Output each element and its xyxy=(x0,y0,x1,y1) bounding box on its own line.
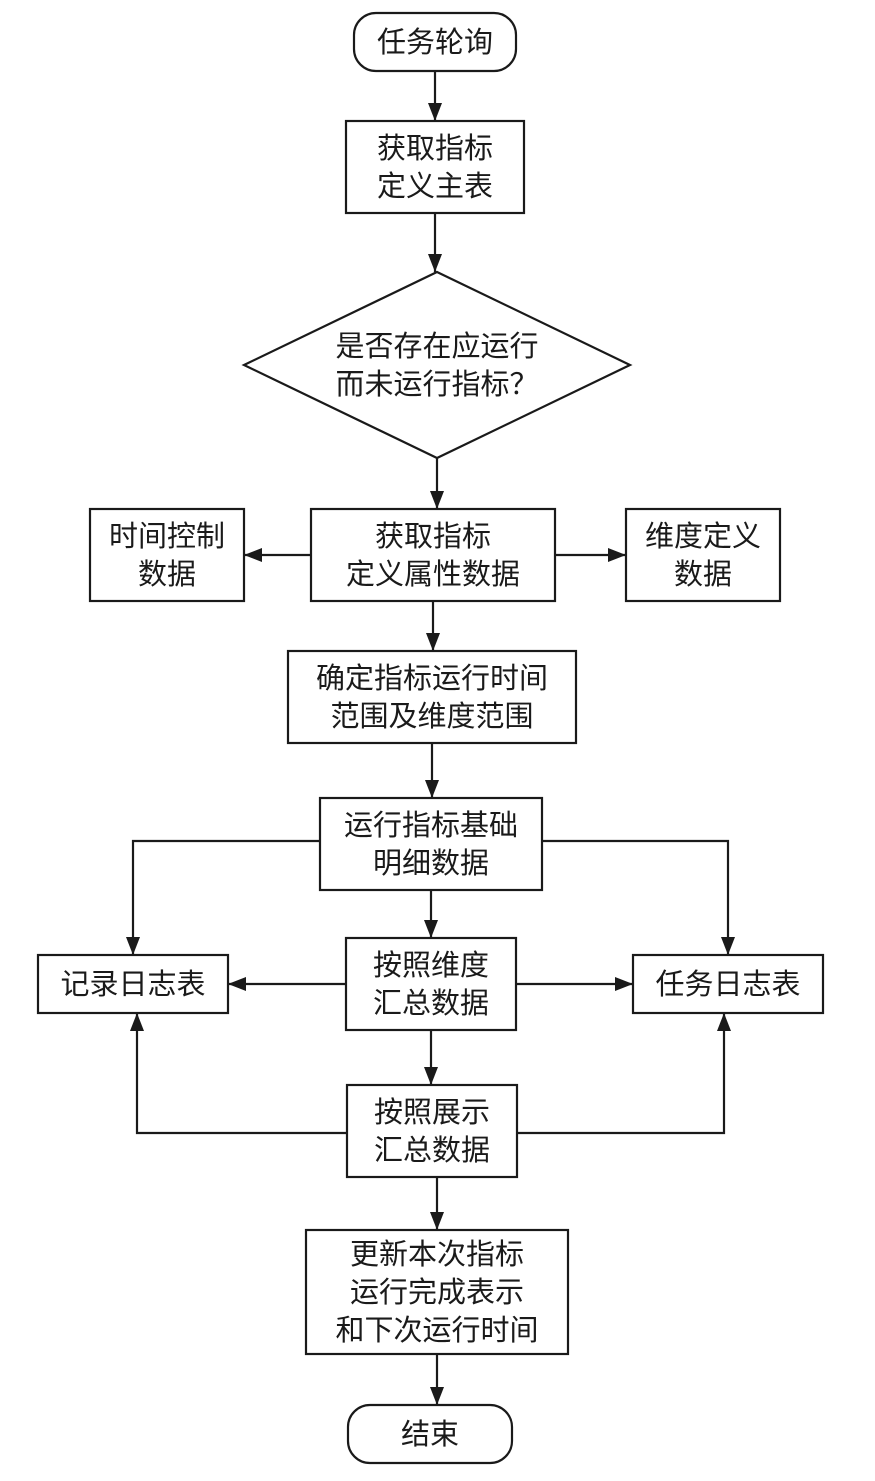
arrowhead xyxy=(425,780,439,798)
node-label: 汇总数据 xyxy=(374,1133,490,1167)
process-box xyxy=(624,507,782,603)
arrowhead xyxy=(430,491,444,509)
arrowhead xyxy=(426,633,440,651)
node-label: 运行指标基础 xyxy=(344,808,518,842)
process-box xyxy=(309,507,557,603)
arrowhead xyxy=(608,548,626,562)
node-label: 定义属性数据 xyxy=(346,557,520,591)
process-box xyxy=(344,119,526,215)
connector-line xyxy=(135,1013,347,1135)
terminal-box xyxy=(352,11,518,73)
process-box xyxy=(345,1083,519,1179)
node-label: 任务轮询 xyxy=(377,25,493,59)
node-start: 任务轮询 xyxy=(352,11,518,73)
node-label: 任务日志表 xyxy=(655,967,800,1001)
node-label: 运行完成表示 xyxy=(350,1275,524,1309)
node-label: 按照维度 xyxy=(373,948,489,982)
node-task-log: 任务日志表 xyxy=(631,953,825,1015)
node-label: 和下次运行时间 xyxy=(335,1313,538,1347)
node-label: 更新本次指标 xyxy=(350,1237,524,1271)
process-box xyxy=(631,953,825,1015)
node-label: 结束 xyxy=(401,1417,459,1451)
node-label: 范围及维度范围 xyxy=(330,699,533,733)
node-label: 时间控制 xyxy=(109,519,225,553)
arrowhead xyxy=(430,1387,444,1405)
connector-line xyxy=(131,839,320,955)
nodes: 任务轮询获取指标定义主表是否存在应运行而未运行指标？获取指标定义属性数据时间控制… xyxy=(36,11,825,1465)
decision-diamond xyxy=(241,270,633,460)
connector-line xyxy=(542,839,730,955)
node-label: 确定指标运行时间 xyxy=(316,661,548,695)
arrowhead xyxy=(228,977,246,991)
arrowhead xyxy=(430,1212,444,1230)
node-label: 数据 xyxy=(138,557,196,591)
process-box xyxy=(344,936,518,1032)
node-record-log: 记录日志表 xyxy=(36,953,230,1015)
arrowhead xyxy=(424,1067,438,1085)
arrowhead xyxy=(428,254,442,272)
process-box xyxy=(36,953,230,1015)
node-label: 数据 xyxy=(674,557,732,591)
node-label: 按照展示 xyxy=(374,1095,490,1129)
node-label: 获取指标 xyxy=(377,131,493,165)
terminal-box xyxy=(346,1403,514,1465)
node-label: 获取指标 xyxy=(375,519,491,553)
node-end: 结束 xyxy=(346,1403,514,1465)
arrowhead xyxy=(721,937,735,955)
arrowhead xyxy=(717,1013,731,1031)
process-box xyxy=(286,649,578,745)
node-label: 记录日志表 xyxy=(60,967,205,1001)
connectors xyxy=(131,71,730,1405)
arrowhead xyxy=(428,103,442,121)
arrowhead xyxy=(615,977,633,991)
process-box xyxy=(88,507,246,603)
node-label: 而未运行指标？ xyxy=(335,367,538,401)
arrowheads xyxy=(126,103,735,1405)
process-box xyxy=(304,1228,570,1356)
arrowhead xyxy=(130,1013,144,1031)
arrowhead xyxy=(126,937,140,955)
arrowhead xyxy=(244,548,262,562)
node-label: 明细数据 xyxy=(373,846,489,880)
node-label: 汇总数据 xyxy=(373,986,489,1020)
arrowhead xyxy=(424,920,438,938)
connector-line xyxy=(517,1013,726,1135)
node-label: 定义主表 xyxy=(377,169,493,203)
process-box xyxy=(318,796,544,892)
node-label: 维度定义 xyxy=(645,519,761,553)
node-label: 是否存在应运行 xyxy=(335,329,538,363)
